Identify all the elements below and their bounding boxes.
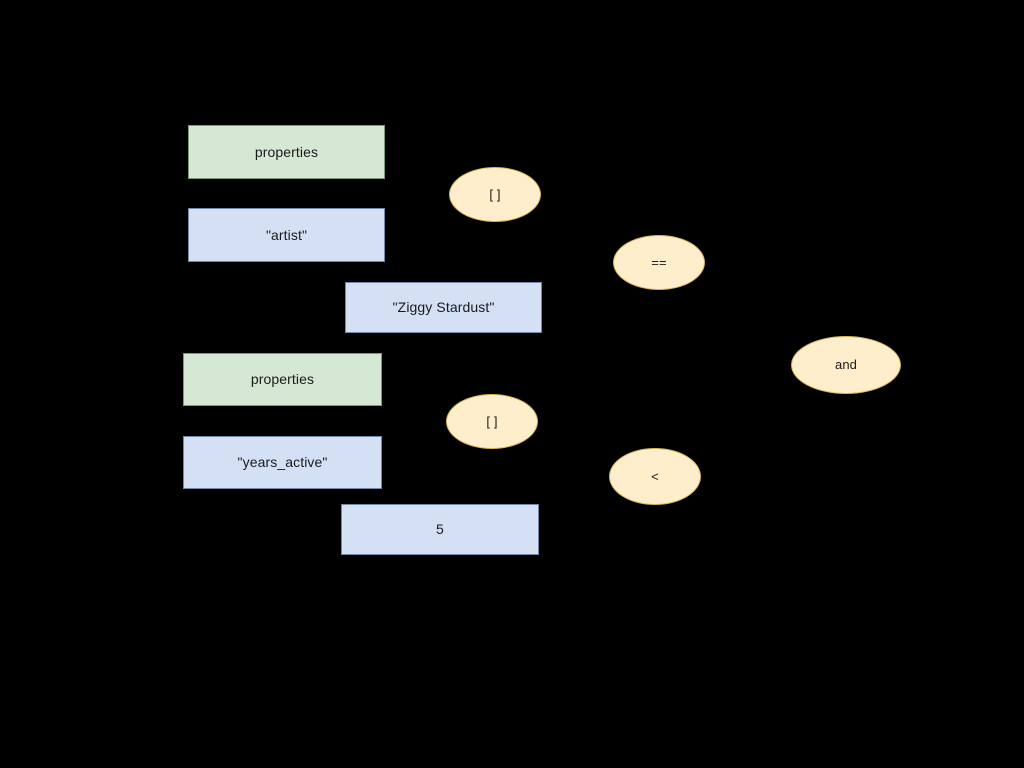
value-node-properties-2[interactable]: properties: [183, 353, 382, 406]
edge-equals-to-and: [704, 262, 792, 366]
edge-less-than-to-and: [700, 364, 792, 477]
node-label: ==: [651, 254, 667, 270]
node-label: properties: [254, 143, 319, 160]
operator-node-and[interactable]: and: [791, 336, 901, 394]
operator-node-less-than[interactable]: <: [609, 448, 701, 505]
value-node-ziggy-stardust[interactable]: "Ziggy Stardust": [345, 282, 542, 333]
edge-five-to-less-than: [538, 476, 610, 530]
node-label: "Ziggy Stardust": [392, 299, 495, 316]
value-node-years-active-key[interactable]: "years_active": [183, 436, 382, 489]
node-label: and: [835, 357, 857, 373]
node-label: [ ]: [486, 413, 498, 429]
edge-properties-1-to-index-1: [384, 151, 450, 195]
value-node-properties-1[interactable]: properties: [188, 125, 385, 179]
value-node-five[interactable]: 5: [341, 504, 539, 555]
node-label: [ ]: [489, 186, 501, 202]
edge-properties-2-to-index-2: [381, 379, 447, 422]
edge-ziggy-stardust-to-equals: [541, 262, 614, 308]
node-label: "years_active": [237, 454, 328, 471]
node-label: properties: [250, 371, 315, 388]
node-label: "artist": [265, 226, 308, 243]
edge-index-2-to-less-than: [537, 421, 610, 477]
edge-artist-key-to-index-1: [384, 194, 450, 236]
operator-node-index-2[interactable]: [ ]: [446, 394, 538, 449]
operator-node-index-1[interactable]: [ ]: [449, 167, 541, 222]
operator-node-equals[interactable]: ==: [613, 235, 705, 290]
value-node-artist-key[interactable]: "artist": [188, 208, 385, 262]
node-label: 5: [436, 521, 444, 538]
edge-years-active-key-to-index-2: [381, 421, 447, 463]
edge-index-1-to-equals: [540, 194, 614, 263]
node-label: <: [651, 468, 659, 484]
